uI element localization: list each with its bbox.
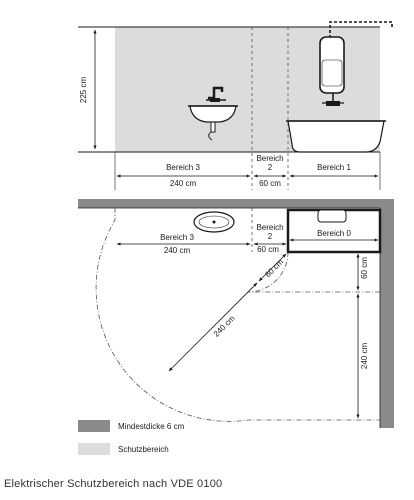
elevation-zone1-label: Bereich 1	[317, 163, 351, 172]
plan-zone0-label: Bereich 0	[317, 229, 351, 238]
legend-protect-swatch	[78, 443, 110, 455]
plan-zone2-width-label: 60 cm	[257, 245, 279, 254]
plan-zone2-label-line1: Bereich	[256, 223, 283, 232]
elevation-zone3-width-label: 240 cm	[170, 179, 197, 188]
legend-wall-swatch	[78, 420, 110, 432]
legend-wall-label: Mindestdicke 6 cm	[118, 422, 185, 431]
plan-diag-60-line	[258, 253, 287, 282]
plan-zone3-width-label: 240 cm	[164, 246, 191, 255]
bathtub-inner	[317, 209, 347, 223]
boiler-pipe-dashed	[329, 21, 393, 38]
plan-wall-top	[78, 199, 394, 208]
bathtub-elevation	[287, 120, 385, 153]
water-heater	[319, 36, 345, 106]
plan-zone2-label-line2: 2	[268, 232, 273, 241]
elevation-zone2-label-line2: 2	[268, 163, 273, 172]
washbasin-elevation	[188, 86, 238, 141]
plan-right-240-label: 240 cm	[360, 343, 369, 370]
elevation-view: 225 cm Bereich 3 Bereich 2 Bereich 1 240…	[78, 21, 393, 190]
floor-plan-view: Bereich 0 Bereich 3 240 cm Bereich 2 60 …	[78, 199, 394, 428]
plan-diag-240-line	[168, 282, 258, 372]
plan-zone3-boundary	[95, 208, 380, 422]
legend-protect-label: Schutzbereich	[118, 445, 169, 454]
plan-diag-240-label: 240 cm	[212, 314, 237, 339]
legend: Mindestdicke 6 cm Schutzbereich	[78, 420, 185, 455]
plan-zone3-label: Bereich 3	[160, 233, 194, 242]
plan-wall-right	[380, 199, 394, 428]
plan-diag-60-label: 60 cm	[263, 257, 285, 279]
plan-right-60-label: 60 cm	[360, 257, 369, 279]
height-dimension-label: 225 cm	[79, 77, 88, 104]
elevation-zone2-label-line1: Bereich	[256, 154, 283, 163]
figure-caption: Elektrischer Schutzbereich nach VDE 0100	[4, 478, 223, 490]
elevation-zone3-label: Bereich 3	[166, 163, 200, 172]
washbasin-plan	[193, 211, 235, 233]
elevation-zone2-width-label: 60 cm	[259, 179, 281, 188]
